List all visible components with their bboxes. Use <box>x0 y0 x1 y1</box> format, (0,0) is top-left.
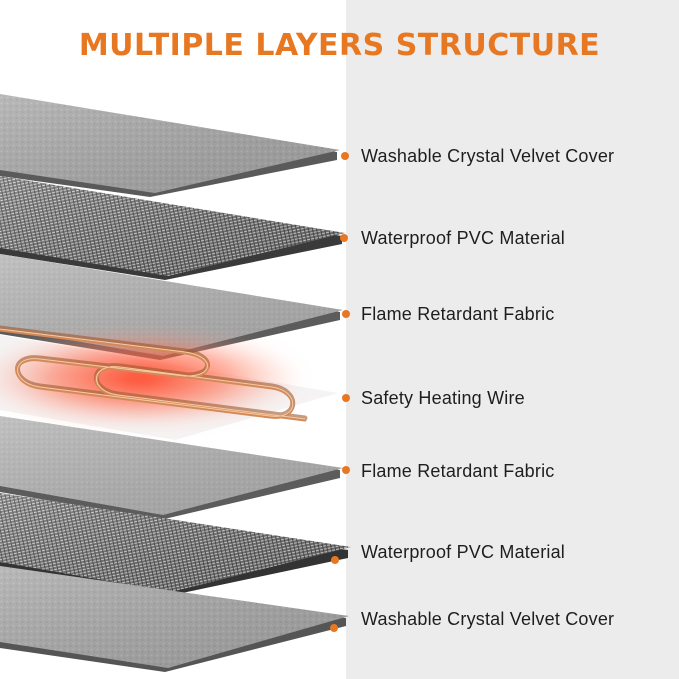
layer-heating-wire <box>0 325 338 440</box>
layer-label-7: Washable Crystal Velvet Cover <box>361 609 615 629</box>
layer-marker-dot-3 <box>342 310 350 318</box>
page-title: MULTIPLE LAYERS STRUCTURE <box>78 28 601 63</box>
layer-marker-dot-6 <box>331 556 339 564</box>
layer-label-6: Waterproof PVC Material <box>361 542 565 562</box>
right-background-panel <box>346 0 679 679</box>
layer-marker-dot-7 <box>330 624 338 632</box>
layer-label-4: Safety Heating Wire <box>361 388 525 408</box>
layer-markers <box>330 152 350 632</box>
layer-velvet-top <box>0 94 340 197</box>
layer-velvet-bottom <box>0 566 349 672</box>
layer-label-5: Flame Retardant Fabric <box>361 461 555 481</box>
layer-label-2: Waterproof PVC Material <box>361 228 565 248</box>
layer-label-1: Washable Crystal Velvet Cover <box>361 146 615 166</box>
layer-label-3: Flame Retardant Fabric <box>361 304 555 324</box>
layer-marker-dot-1 <box>341 152 349 160</box>
layer-fabric-bottom <box>0 416 343 520</box>
layer-marker-dot-4 <box>342 394 350 402</box>
layer-pvc-bottom <box>0 493 351 596</box>
layer-marker-dot-2 <box>340 234 348 242</box>
layer-marker-dot-5 <box>342 466 350 474</box>
layer-pvc-top <box>0 176 345 280</box>
